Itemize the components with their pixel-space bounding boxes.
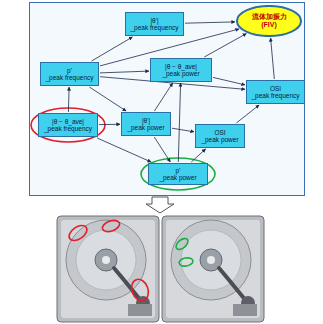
- arrow-connector: [89, 87, 126, 111]
- arrow-connector: [92, 37, 133, 61]
- parameter-box: |θ − θ_ave|_peak power: [150, 58, 212, 82]
- arrow-connector: [97, 138, 151, 162]
- arrow-connector: [271, 38, 275, 79]
- node-text: |θ'|: [150, 17, 158, 24]
- arrow-connector: [172, 128, 194, 132]
- node-text: _peak frequency: [45, 74, 93, 81]
- parameter-box: |θ'|_peak power: [121, 112, 171, 136]
- node-text: _peak power: [159, 174, 196, 181]
- arrow-connector: [185, 22, 235, 23]
- hard-disk-photo: [57, 216, 159, 322]
- arrow-connector: [154, 137, 170, 162]
- node-text: OSI: [270, 85, 281, 92]
- parameter-box: OSI_peak power: [195, 124, 245, 148]
- node-text: p': [176, 167, 181, 174]
- node-text: _peak power: [162, 70, 199, 77]
- parameter-box: p'_peak power: [148, 163, 208, 185]
- parameter-box: p'_peak frequency: [40, 62, 99, 86]
- node-text: _peak frequency: [130, 24, 178, 31]
- node-text: _peak frequency: [251, 92, 299, 99]
- target-ellipse: 流体加振力(FIV): [236, 5, 302, 37]
- hard-disk-photo: [162, 216, 264, 322]
- node-text: 流体加振力: [252, 13, 287, 21]
- arrow-connector: [100, 71, 149, 73]
- node-text: |θ − θ_ave|: [52, 118, 84, 125]
- node-text: p': [67, 67, 72, 74]
- node-text: OSI: [214, 129, 225, 136]
- arrow-connector: [68, 87, 70, 112]
- arrow-connector: [191, 149, 205, 162]
- parameter-box: |θ − θ_ave|_peak frequency: [38, 113, 98, 137]
- parameter-box: OSI_peak frequency: [246, 80, 305, 104]
- arrow-connector: [154, 83, 172, 111]
- parameter-box: |θ'|_peak frequency: [125, 12, 184, 36]
- highlight-ellipse: [31, 108, 105, 142]
- node-text: _peak power: [201, 136, 238, 143]
- arrow-connector: [204, 34, 246, 57]
- arrow-connector: [178, 83, 180, 162]
- highlight-ellipse: [141, 158, 215, 190]
- node-text: _peak frequency: [44, 125, 92, 132]
- node-text: _peak power: [127, 124, 164, 131]
- node-text: |θ − θ_ave|: [165, 63, 197, 70]
- node-text: (FIV): [261, 21, 277, 29]
- arrow-connector: [99, 124, 120, 125]
- node-text: |θ'|: [142, 117, 150, 124]
- down-arrow: [146, 197, 174, 213]
- arrow-connector: [213, 77, 245, 85]
- arrow-connector: [236, 105, 259, 123]
